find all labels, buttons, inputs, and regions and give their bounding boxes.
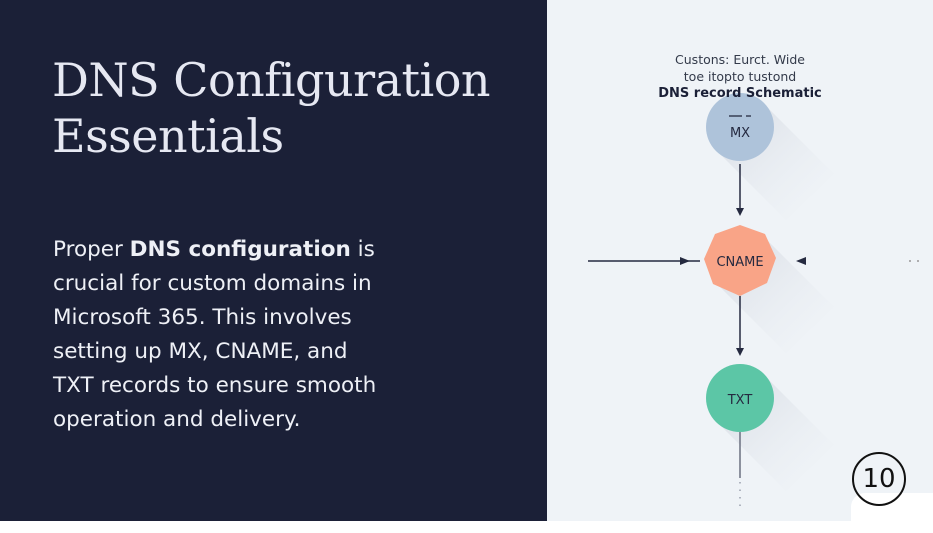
arrowhead-icon bbox=[736, 348, 744, 356]
cname-label: CNAME bbox=[716, 255, 763, 270]
mx-node bbox=[706, 93, 774, 161]
page-number-badge: 10 bbox=[852, 452, 906, 506]
slide-body-text: Proper DNS configuration is crucial for … bbox=[53, 233, 393, 437]
title-line-2: Essentials bbox=[52, 109, 284, 163]
slide-title: DNS Configuration Essentials bbox=[52, 52, 491, 164]
arrowhead-icon bbox=[736, 208, 744, 216]
diagram-caption: Custons: Eurct. Wide toe itopto tustond … bbox=[600, 51, 880, 102]
dot bbox=[917, 260, 919, 262]
txt-label: TXT bbox=[727, 393, 753, 408]
dot bbox=[909, 260, 911, 262]
caption-line-2: toe itopto tustond bbox=[683, 69, 797, 84]
dns-schematic: MX CNAME TXT bbox=[588, 93, 919, 510]
arrowhead-icon bbox=[796, 257, 806, 265]
caption-title: DNS record Schematic bbox=[658, 86, 822, 101]
mx-label: MX bbox=[730, 126, 750, 141]
arrowhead-icon bbox=[680, 257, 690, 265]
body-pre: Proper bbox=[53, 237, 130, 262]
body-post: is crucial for custom domains in Microso… bbox=[53, 237, 377, 432]
body-bold: DNS configuration bbox=[129, 237, 351, 262]
caption-line-1: Custons: Eurct. Wide bbox=[675, 52, 805, 67]
title-line-1: DNS Configuration bbox=[52, 53, 491, 107]
txt-node bbox=[706, 364, 774, 432]
cname-node bbox=[704, 225, 776, 296]
left-panel bbox=[0, 0, 547, 521]
